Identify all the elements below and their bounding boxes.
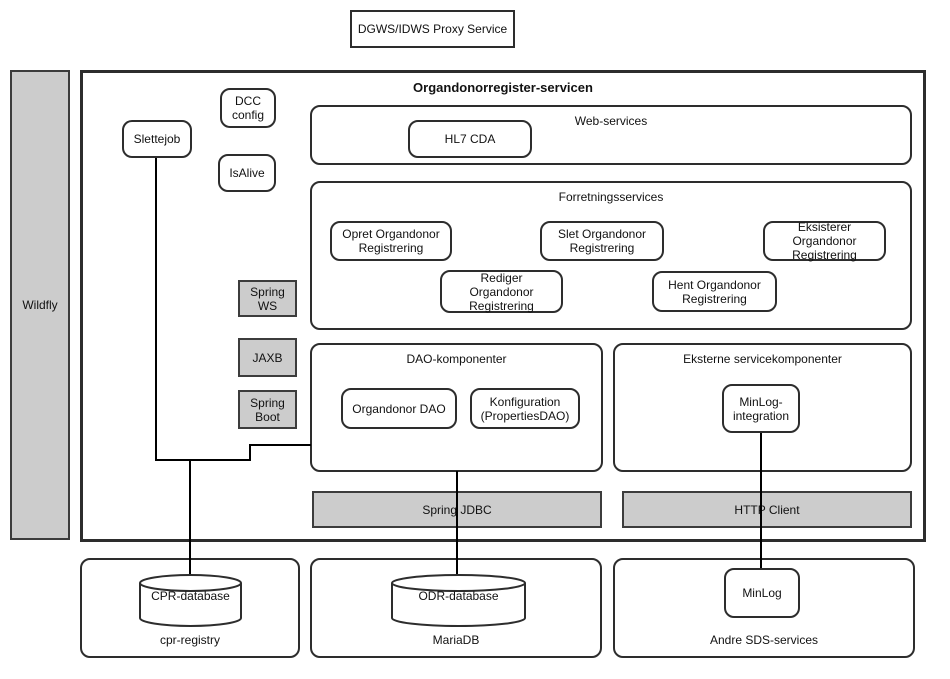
http-client-label: HTTP Client: [734, 502, 800, 517]
eksisterer-organdonor-label: Eksisterer Organdonor Registrering: [792, 220, 857, 262]
web-services-label: Web-services: [574, 114, 648, 128]
odr-database-label: ODR-database: [418, 589, 499, 603]
dao-to-odr-database-connector: [456, 471, 458, 575]
dgws-idws-proxy-label: DGWS/IDWS Proxy Service: [357, 22, 508, 36]
opret-organdonor-label: Opret Organdonor Registrering: [342, 227, 440, 255]
dcc-config-node: DCC config: [220, 88, 276, 128]
dgws-idws-proxy-node: DGWS/IDWS Proxy Service: [350, 10, 515, 48]
dao-komponenter-label: DAO-komponenter: [406, 352, 507, 366]
cpr-database-cylinder: CPR-database: [138, 573, 243, 628]
isalive-node: IsAlive: [218, 154, 276, 192]
spring-ws-node: Spring WS: [238, 280, 297, 317]
rediger-organdonor-node: Rediger Organdonor Registrering: [440, 270, 563, 313]
main-title: Organdonorregister-servicen: [413, 80, 593, 95]
spring-boot-label: Spring Boot: [250, 395, 285, 424]
http-client-bar: HTTP Client: [622, 491, 912, 528]
hent-organdonor-node: Hent Organdonor Registrering: [652, 271, 777, 312]
jaxb-label: JAXB: [252, 350, 283, 365]
opret-organdonor-node: Opret Organdonor Registrering: [330, 221, 452, 261]
slet-organdonor-label: Slet Organdonor Registrering: [557, 227, 647, 255]
minlog-integration-label: MinLog-integration: [732, 394, 790, 423]
cpr-database-label: CPR-database: [151, 589, 230, 603]
slet-organdonor-node: Slet Organdonor Registrering: [540, 221, 664, 261]
slettejob-label: Slettejob: [133, 132, 181, 146]
organdonor-dao-node: Organdonor DAO: [341, 388, 457, 429]
organdonor-dao-label: Organdonor DAO: [352, 401, 446, 416]
connector-step-vertical: [249, 444, 251, 461]
hl7-cda-node: HL7 CDA: [408, 120, 532, 158]
connector-to-dao-horizontal: [249, 444, 311, 446]
database-cylinder-icon: [139, 574, 242, 627]
mariadb-label: MariaDB: [432, 633, 480, 647]
andre-sds-services-label: Andre SDS-services: [709, 633, 819, 647]
spring-boot-node: Spring Boot: [238, 390, 297, 429]
web-services-container: Web-services: [310, 105, 912, 165]
slettejob-connector-vertical: [155, 157, 157, 461]
isalive-label: IsAlive: [229, 166, 265, 180]
minlog-integration-to-minlog-connector: [760, 432, 762, 570]
eksterne-servicekomponenter-label: Eksterne servicekomponenter: [683, 352, 842, 366]
spring-ws-label: Spring WS: [250, 284, 285, 313]
slettejob-node: Slettejob: [122, 120, 192, 158]
forretningsservices-label: Forretningsservices: [558, 190, 664, 204]
hl7-cda-label: HL7 CDA: [444, 132, 496, 146]
odr-database-cylinder: ODR-database: [390, 573, 527, 628]
wildfly-label: Wildfly: [22, 298, 58, 312]
hent-organdonor-label: Hent Organdonor Registrering: [668, 277, 761, 306]
minlog-node: MinLog: [724, 568, 800, 618]
konfiguration-node: Konfiguration (PropertiesDAO): [470, 388, 580, 429]
cpr-registry-label: cpr-registry: [159, 633, 220, 647]
minlog-label: MinLog: [742, 586, 782, 600]
minlog-integration-node: MinLog-integration: [722, 384, 800, 433]
eksisterer-organdonor-node: Eksisterer Organdonor Registrering: [763, 220, 886, 262]
slettejob-connector-horizontal: [155, 459, 251, 461]
connector-to-cpr-database: [189, 459, 191, 575]
jaxb-node: JAXB: [238, 338, 297, 377]
database-cylinder-icon: [391, 574, 526, 627]
konfiguration-label: Konfiguration (PropertiesDAO): [480, 394, 570, 423]
rediger-organdonor-label: Rediger Organdonor Registrering: [469, 270, 534, 313]
dcc-config-label: DCC config: [231, 94, 265, 122]
wildfly-container: Wildfly: [10, 70, 70, 540]
